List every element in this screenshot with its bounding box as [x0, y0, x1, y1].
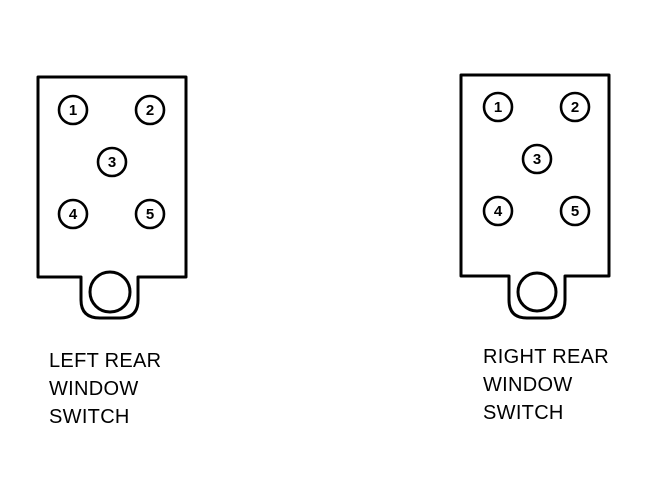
right-switch-body [459, 73, 611, 320]
left-terminal-3: 3 [96, 146, 128, 178]
left-terminal-4: 4 [57, 198, 89, 230]
right-rear-switch: 1 2 3 4 5 [459, 73, 611, 320]
right-rear-switch-caption: RIGHT REAR WINDOW SWITCH [483, 343, 609, 427]
left-terminal-5: 5 [134, 198, 166, 230]
left-terminal-1: 1 [57, 94, 89, 126]
left-terminal-3-label: 3 [108, 154, 116, 171]
right-terminal-5: 5 [559, 195, 591, 227]
left-terminal-2: 2 [134, 94, 166, 126]
right-terminal-4: 4 [482, 195, 514, 227]
left-terminal-5-label: 5 [146, 206, 154, 223]
caption-line: LEFT REAR [49, 350, 162, 372]
right-terminal-1-label: 1 [494, 99, 502, 116]
right-terminal-3-label: 3 [533, 151, 541, 168]
left-terminal-1-label: 1 [69, 102, 77, 119]
left-terminal-2-label: 2 [146, 102, 154, 119]
left-terminal-4-label: 4 [69, 206, 78, 223]
right-terminal-4-label: 4 [494, 203, 503, 220]
left-rear-switch-caption: LEFT REAR WINDOW SWITCH [49, 347, 161, 431]
right-terminal-2-label: 2 [571, 99, 579, 116]
right-terminal-2: 2 [559, 91, 591, 123]
caption-line: WINDOW [483, 374, 573, 396]
caption-line: SWITCH [49, 406, 130, 428]
left-rear-switch: 1 2 3 4 5 [36, 75, 188, 320]
caption-line: RIGHT REAR [483, 346, 609, 368]
left-switch-body [36, 75, 188, 320]
right-terminal-1: 1 [482, 91, 514, 123]
left-mounting-hole [88, 270, 132, 314]
caption-line: SWITCH [483, 402, 564, 424]
caption-line: WINDOW [49, 378, 139, 400]
right-mounting-hole [516, 271, 558, 313]
right-terminal-5-label: 5 [571, 203, 579, 220]
right-terminal-3: 3 [521, 143, 553, 175]
